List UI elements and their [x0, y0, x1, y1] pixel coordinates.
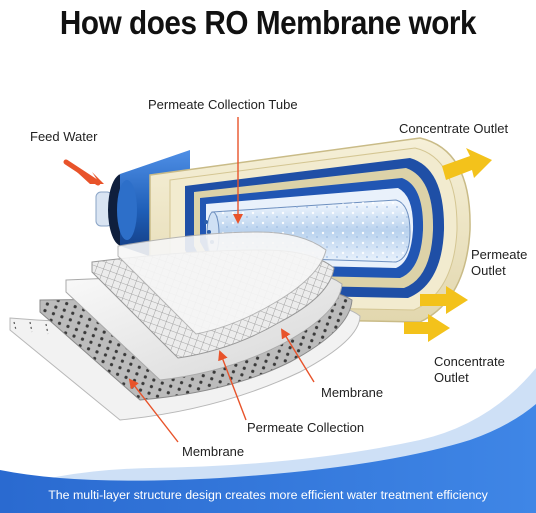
membrane-sheets	[9, 231, 361, 421]
label-permeate-outlet-line2: Outlet	[471, 263, 506, 278]
feed-water-arrow	[63, 159, 101, 186]
label-concentrate-outlet-lower-line2: Outlet	[434, 370, 469, 385]
permeate-outlet-arrow	[420, 286, 468, 314]
label-membrane-right: Membrane	[321, 385, 384, 400]
leader-membrane-right	[280, 328, 315, 383]
concentrate-outlet-arrow-top	[442, 148, 492, 180]
label-membrane-bottom: Membrane	[182, 444, 245, 459]
leader-permeate-collection	[218, 350, 247, 421]
label-permeate-collection: Permeate Collection	[247, 420, 365, 435]
label-permeate-outlet-line1: Permeate	[471, 247, 528, 262]
page-title: How does RO Membrane work	[59, 4, 477, 41]
label-concentrate-outlet-top: Concentrate Outlet	[399, 121, 509, 136]
leader-lines	[128, 117, 315, 443]
outlet-arrows	[404, 148, 492, 342]
feed-water-arrow-head	[66, 162, 104, 184]
label-concentrate-outlet-lower-line1: Concentrate	[434, 354, 505, 369]
concentrate-outlet-arrow-lower	[404, 314, 450, 342]
caption-text: The multi-layer structure design creates…	[48, 488, 488, 502]
leader-membrane-bottom	[128, 378, 179, 443]
label-feed-water: Feed Water	[30, 129, 98, 144]
label-permeate-collection-tube: Permeate Collection Tube	[148, 97, 298, 112]
